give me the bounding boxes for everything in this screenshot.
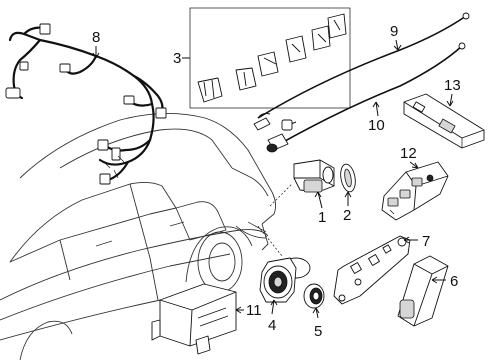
callout-10: 10 [368, 117, 385, 134]
callout-11: 11 [246, 302, 262, 319]
callout-3: 3 [173, 50, 181, 67]
sensor-retainer [303, 283, 325, 309]
callout-9: 9 [390, 23, 398, 40]
sensor-housing [293, 159, 335, 193]
sensor-seal [340, 163, 356, 193]
mounting-bracket [333, 235, 411, 305]
callout-12: 12 [400, 145, 417, 162]
callout-2: 2 [343, 207, 351, 224]
rear-camera-module [403, 93, 485, 149]
callout-5: 5 [314, 323, 322, 340]
wire-harness [5, 23, 167, 185]
callout-1: 1 [318, 209, 326, 226]
callout-8: 8 [92, 29, 100, 46]
leader-lines [92, 39, 454, 319]
callout-6: 6 [450, 273, 458, 290]
antenna-cable-lower [266, 42, 466, 153]
callout-13: 13 [444, 77, 461, 94]
callout-4: 4 [268, 317, 276, 334]
antenna-cable-upper [253, 12, 470, 131]
control-module-with-bracket [151, 283, 237, 355]
bracket-set [189, 7, 351, 109]
callout-7: 7 [422, 233, 430, 250]
park-assist-sensor [259, 257, 311, 303]
park-assist-module [397, 255, 449, 327]
control-module-bracket [381, 161, 449, 221]
callout-labels: 1 2 3 4 5 6 7 8 9 10 11 12 13 [92, 23, 461, 340]
